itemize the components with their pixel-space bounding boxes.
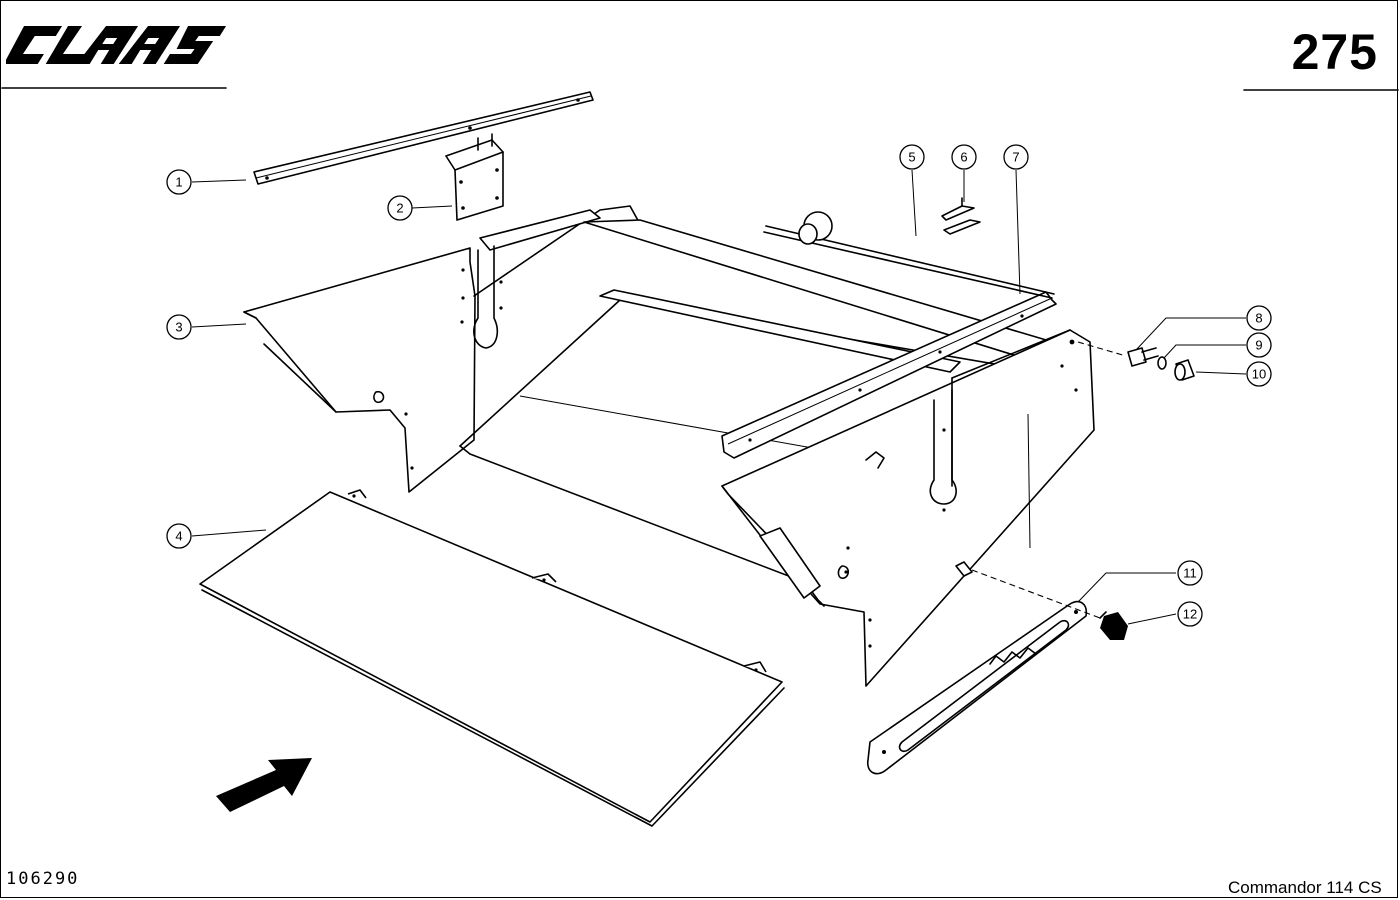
- part-1-angle-strip: [253, 91, 594, 185]
- stud-bolt: [955, 561, 973, 577]
- svg-text:2: 2: [396, 201, 403, 216]
- callout-5: 5: [899, 144, 925, 170]
- callout-9: 9: [1246, 332, 1272, 358]
- callout-1: 1: [166, 169, 192, 195]
- model-name: Commandor 114 CS: [1228, 878, 1382, 897]
- part-4-cover-plate: [199, 489, 785, 827]
- leader-lines: [191, 169, 1247, 625]
- part-11-slotted-bar: [866, 600, 1088, 775]
- assembly-axis-upper: [1077, 341, 1127, 357]
- svg-text:8: 8: [1255, 311, 1262, 326]
- callout-3: 3: [166, 314, 192, 340]
- part-5-roller-rod: [763, 211, 1055, 299]
- svg-text:9: 9: [1255, 338, 1262, 353]
- svg-text:3: 3: [175, 320, 182, 335]
- svg-text:1: 1: [175, 175, 182, 190]
- callout-7: 7: [1003, 144, 1029, 170]
- svg-text:6: 6: [960, 150, 967, 165]
- part-10-nut: [1174, 359, 1195, 381]
- part-3-hopper-housing: [243, 205, 1095, 687]
- callout-2: 2: [387, 195, 413, 221]
- svg-text:11: 11: [1183, 566, 1197, 581]
- callout-4: 4: [166, 523, 192, 549]
- svg-text:12: 12: [1183, 607, 1197, 622]
- callout-10: 10: [1246, 361, 1272, 387]
- claas-logo: [6, 26, 227, 64]
- assembly-axis-lower: [971, 569, 1101, 619]
- direction-arrow-icon: [216, 758, 312, 812]
- callout-8: 8: [1246, 305, 1272, 331]
- svg-text:5: 5: [908, 150, 915, 165]
- part-9-washer: [1157, 356, 1167, 370]
- svg-text:4: 4: [175, 529, 182, 544]
- document-code: 106290: [6, 869, 80, 889]
- callout-12: 12: [1177, 601, 1203, 627]
- part-8-screw: [1127, 347, 1159, 367]
- page-number: 275: [1291, 24, 1378, 80]
- part-12-bolt: [1099, 611, 1128, 640]
- part-2-bracket-plate: [445, 133, 504, 221]
- svg-text:10: 10: [1252, 367, 1266, 382]
- svg-text:7: 7: [1012, 150, 1019, 165]
- callout-11: 11: [1177, 560, 1203, 586]
- part-6-clips: [941, 197, 981, 235]
- callout-6: 6: [951, 144, 977, 170]
